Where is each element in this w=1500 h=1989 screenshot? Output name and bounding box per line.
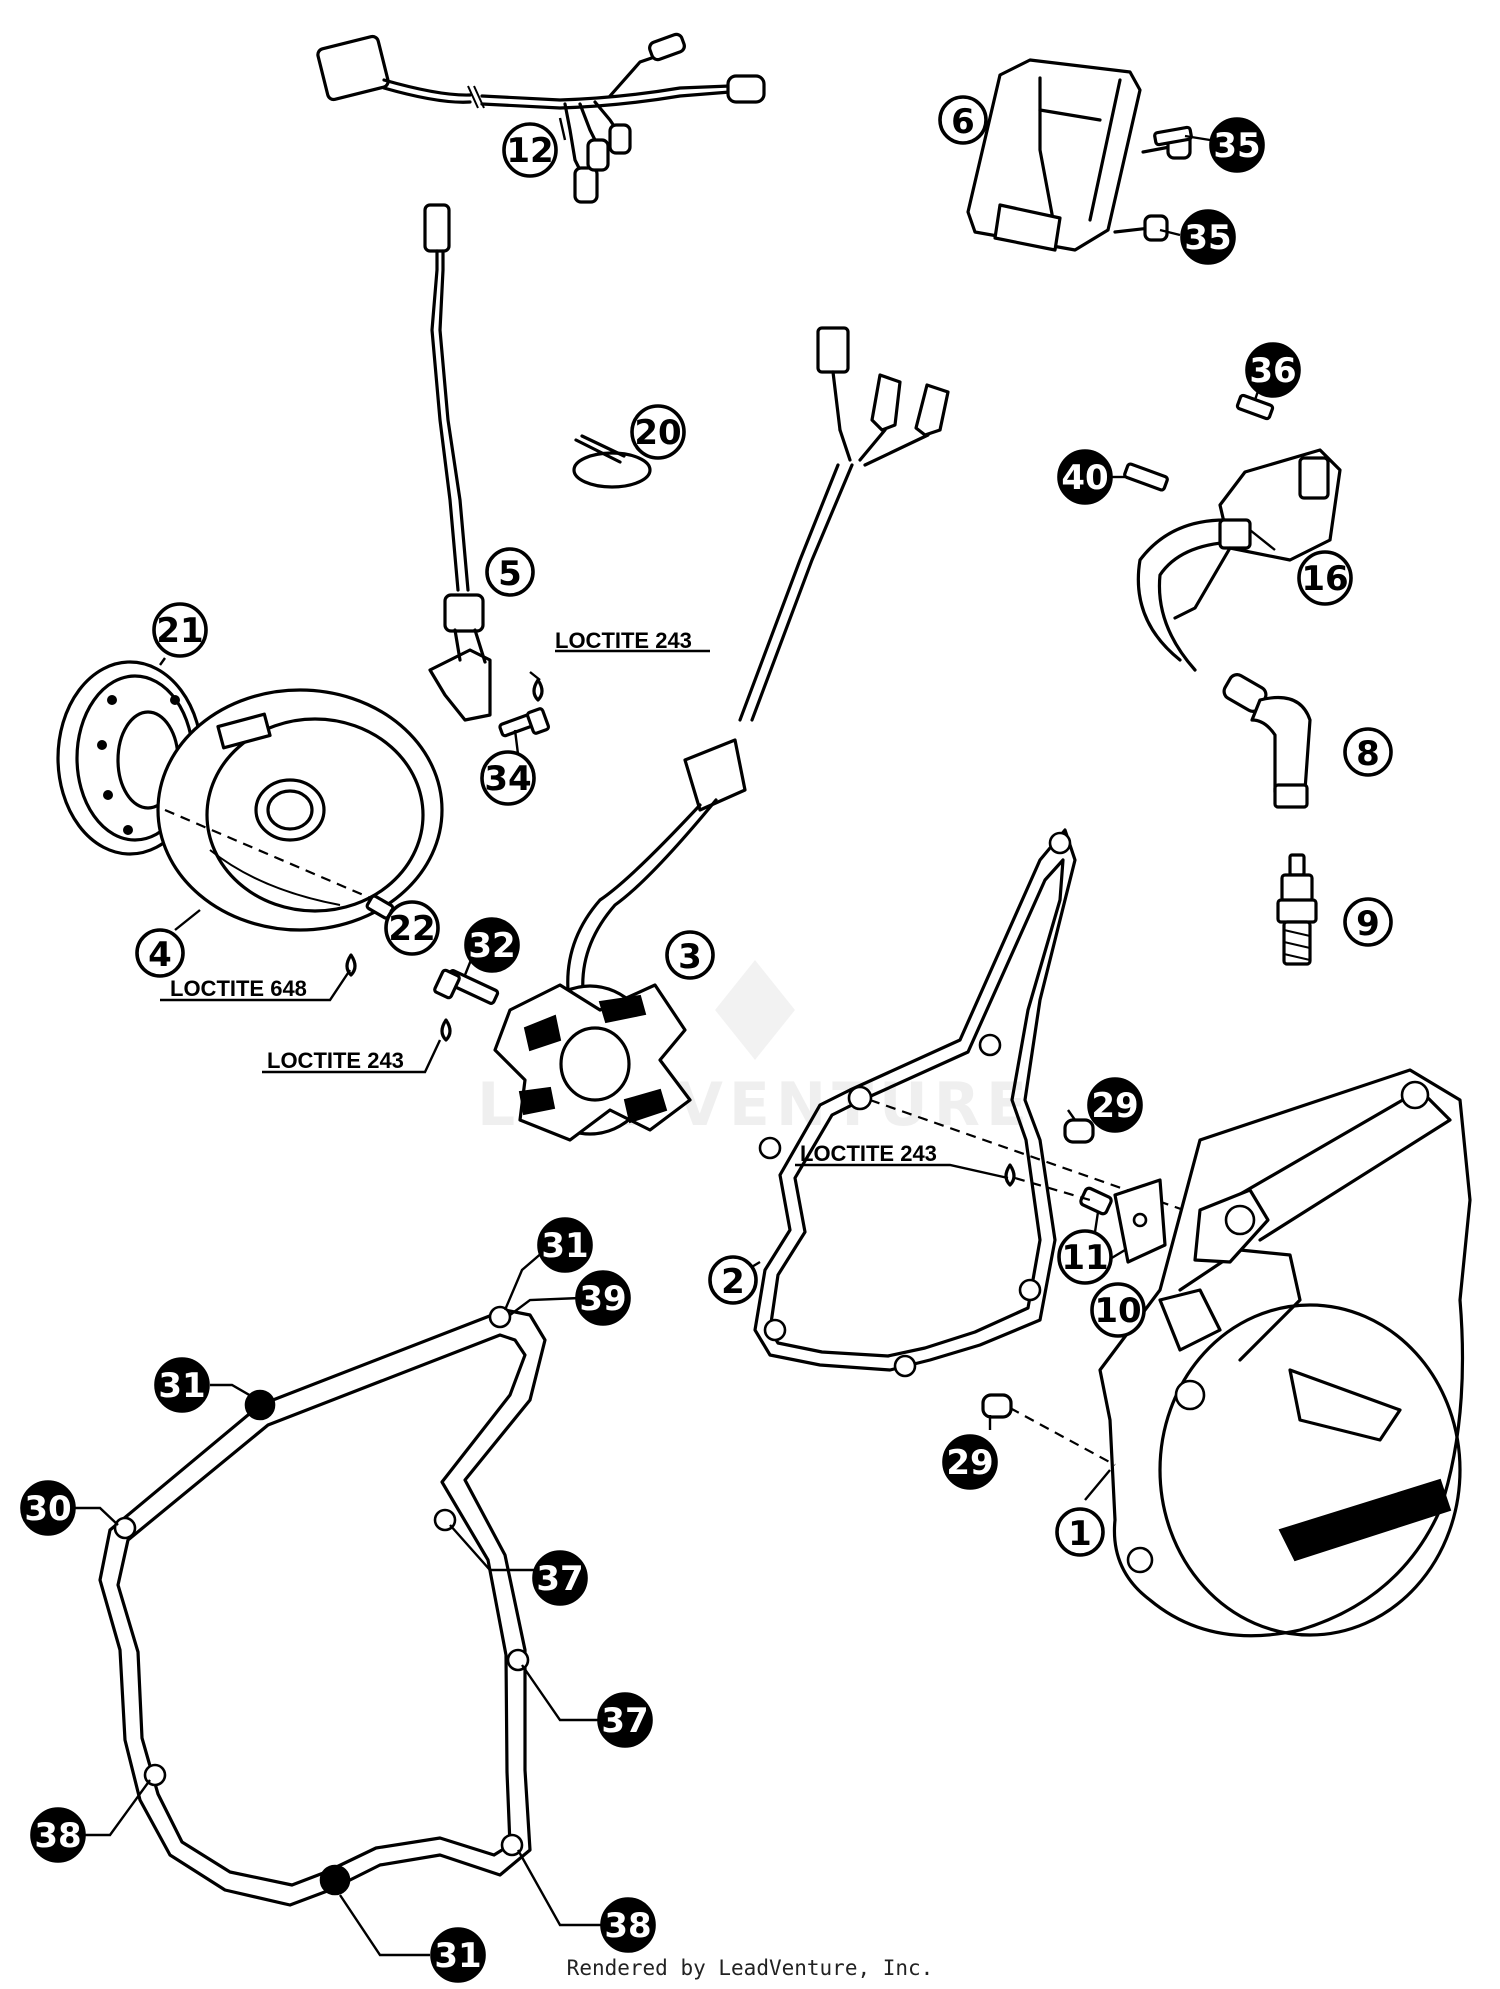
cover-gasket (753, 828, 1236, 1378)
loctite-note-648: LOCTITE 648 (170, 976, 307, 1001)
callout-8: 8 (1343, 727, 1393, 777)
svg-text:12: 12 (506, 131, 553, 171)
callout-4: 4 (135, 928, 185, 978)
svg-text:32: 32 (468, 926, 515, 966)
svg-text:35: 35 (1184, 218, 1231, 258)
callout-31-bottom: 31 (430, 1927, 486, 1983)
callout-22: 22 (384, 900, 440, 956)
callout-3: 3 (665, 930, 715, 980)
svg-text:34: 34 (484, 759, 531, 799)
svg-text:35: 35 (1213, 126, 1260, 166)
callout-29-top: 29 (1087, 1077, 1143, 1133)
svg-text:21: 21 (156, 611, 203, 651)
callout-21: 21 (152, 602, 208, 658)
svg-text:37: 37 (601, 1701, 648, 1741)
large-gasket (98, 1305, 547, 1907)
ignition-cover (1098, 1068, 1472, 1638)
svg-text:29: 29 (946, 1443, 993, 1483)
bolt-32 (433, 968, 500, 1005)
dowel-29-bottom (981, 1393, 1013, 1419)
footer-credit: Rendered by LeadVenture, Inc. (567, 1956, 934, 1980)
svg-text:8: 8 (1356, 734, 1380, 774)
svg-text:36: 36 (1249, 351, 1296, 391)
svg-text:LOCTITE 648: LOCTITE 648 (170, 976, 307, 1001)
bolt-40 (1123, 462, 1169, 492)
callout-36: 36 (1245, 342, 1301, 398)
svg-text:10: 10 (1094, 1291, 1141, 1331)
callout-29-bottom: 29 (942, 1434, 998, 1490)
loctite-note-right: LOCTITE 243 (800, 1141, 937, 1166)
svg-text:40: 40 (1061, 458, 1108, 498)
callout-35-bottom: 35 (1180, 209, 1236, 265)
loctite-note-left: LOCTITE 243 (267, 1048, 404, 1073)
callout-34: 34 (480, 750, 536, 806)
svg-text:LOCTITE 243: LOCTITE 243 (555, 628, 692, 653)
bolt-34 (498, 707, 551, 738)
pulse-sensor-cable (423, 203, 492, 722)
callout-16: 16 (1297, 550, 1353, 606)
callout-11: 11 (1057, 1229, 1113, 1285)
callout-35-top: 35 (1209, 117, 1265, 173)
cable-tie (572, 434, 652, 489)
callout-10: 10 (1090, 1282, 1146, 1338)
svg-text:30: 30 (24, 1489, 71, 1529)
callout-32: 32 (464, 917, 520, 973)
bolt-11 (1079, 1186, 1113, 1216)
callout-37-top: 37 (532, 1550, 588, 1606)
svg-text:2: 2 (721, 1262, 745, 1302)
ignition-coil (1136, 448, 1342, 672)
svg-text:11: 11 (1061, 1238, 1108, 1278)
svg-text:31: 31 (158, 1366, 205, 1406)
flywheel (156, 688, 444, 932)
bolt-35a (1153, 125, 1193, 147)
svg-text:LOCTITE 243: LOCTITE 243 (800, 1141, 937, 1166)
callout-38-right: 38 (600, 1897, 656, 1953)
loctite-note-top: LOCTITE 243 (555, 628, 692, 653)
cdi-unit (966, 58, 1192, 252)
callout-38-left: 38 (30, 1807, 86, 1863)
svg-text:29: 29 (1091, 1086, 1138, 1126)
stator (493, 326, 950, 1142)
svg-text:20: 20 (634, 413, 681, 453)
callout-31-top: 31 (537, 1217, 593, 1273)
svg-text:38: 38 (604, 1906, 651, 1946)
svg-text:31: 31 (434, 1936, 481, 1976)
drop-icon-loctite (345, 678, 1016, 1187)
svg-text:6: 6 (951, 102, 975, 142)
callout-39: 39 (575, 1270, 631, 1326)
callout-2: 2 (708, 1255, 758, 1305)
svg-text:39: 39 (579, 1279, 626, 1319)
callout-5: 5 (485, 547, 535, 597)
wiring-harness (316, 32, 766, 204)
svg-text:LOCTITE 243: LOCTITE 243 (267, 1048, 404, 1073)
bolt-36 (1235, 393, 1275, 421)
svg-text:3: 3 (678, 937, 702, 977)
svg-text:31: 31 (541, 1226, 588, 1266)
svg-text:5: 5 (498, 554, 522, 594)
svg-text:16: 16 (1301, 559, 1348, 599)
svg-text:4: 4 (148, 935, 172, 975)
callout-37-bottom: 37 (597, 1692, 653, 1748)
callout-40: 40 (1057, 449, 1113, 505)
svg-text:1: 1 (1068, 1514, 1092, 1554)
callout-12: 12 (502, 122, 558, 178)
svg-text:38: 38 (34, 1816, 81, 1856)
callout-31-left: 31 (154, 1357, 210, 1413)
dowel-29-top (1063, 1118, 1095, 1144)
spark-plug-cap (1222, 673, 1312, 809)
spark-plug (1276, 853, 1318, 966)
callout-20: 20 (630, 404, 686, 460)
bracket (1113, 1178, 1167, 1264)
svg-text:37: 37 (536, 1559, 583, 1599)
svg-text:22: 22 (388, 909, 435, 949)
callout-1: 1 (1055, 1507, 1105, 1557)
svg-text:9: 9 (1356, 904, 1380, 944)
callout-6: 6 (938, 95, 988, 145)
callout-30: 30 (20, 1480, 76, 1536)
callout-9: 9 (1343, 897, 1393, 947)
